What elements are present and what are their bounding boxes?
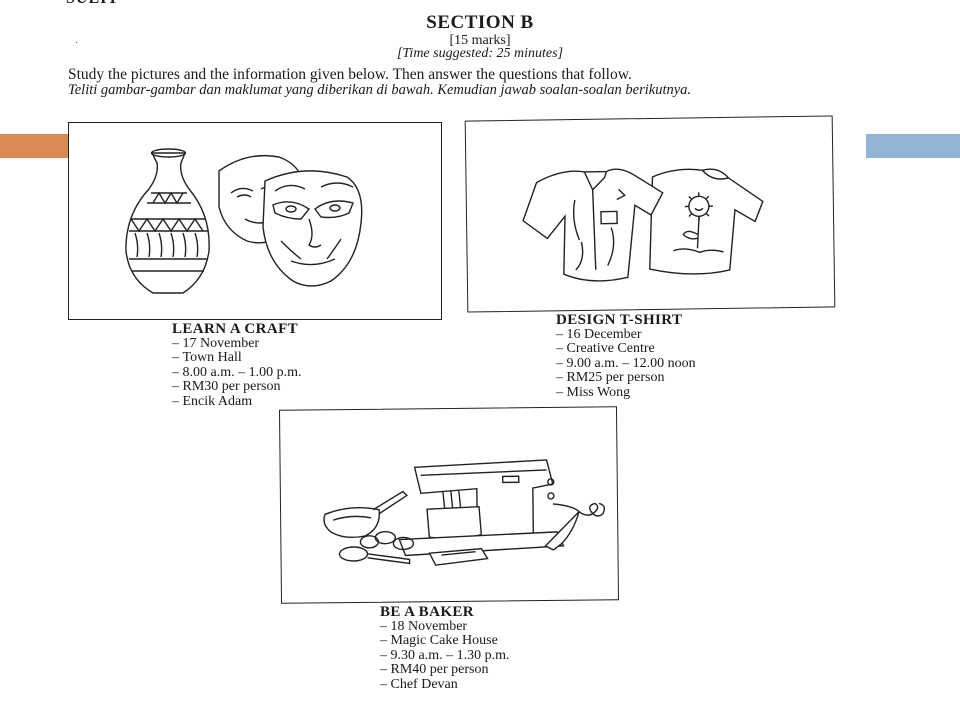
tshirt-info: DESIGN T-SHIRT 16 December Creative Cent…: [556, 313, 696, 400]
vase-and-masks-illustration: [125, 148, 363, 294]
baker-venue: Magic Cake House: [380, 633, 510, 649]
baker-title: BE A BAKER: [380, 604, 475, 620]
instruction-malay: Teliti gambar-gambar dan maklumat yang d…: [68, 82, 692, 98]
tshirt-fee: RM25 per person: [556, 370, 696, 386]
craft-time: 8.00 a.m. – 1.00 p.m.: [172, 365, 302, 381]
craft-instructor: Encik Adam: [172, 394, 302, 410]
baker-info: BE A BAKER 18 November Magic Cake House …: [380, 605, 510, 692]
time-suggested-label: [Time suggested: 25 minutes]: [396, 46, 564, 61]
tshirt-date: 16 December: [556, 327, 696, 343]
baker-fee: RM40 per person: [380, 662, 510, 678]
tshirt-instructor: Miss Wong: [556, 385, 696, 401]
baker-picture-frame: [278, 406, 620, 604]
tshirts-illustration: [522, 168, 764, 282]
right-accent-bar: [866, 134, 960, 158]
craft-venue: Town Hall: [172, 350, 302, 366]
section-title: SECTION B: [426, 12, 534, 33]
craft-title: LEARN A CRAFT: [172, 321, 299, 337]
tshirt-time: 9.00 a.m. – 12.00 noon: [556, 356, 696, 372]
instruction-english: Study the pictures and the information g…: [68, 66, 632, 83]
baker-date: 18 November: [380, 619, 510, 635]
baker-instructor: Chef Devan: [380, 677, 510, 693]
marks-label: [15 marks]: [449, 33, 511, 48]
baker-time: 9.30 a.m. – 1.30 p.m.: [380, 648, 510, 664]
craft-date: 17 November: [172, 336, 302, 352]
tshirt-title: DESIGN T-SHIRT: [556, 312, 683, 328]
mixer-and-baking-tools-illustration: [323, 459, 606, 566]
cut-off-header: SULIT: [66, 0, 119, 8]
tshirt-venue: Creative Centre: [556, 341, 696, 357]
craft-info: LEARN A CRAFT 17 November Town Hall 8.00…: [172, 322, 302, 409]
craft-fee: RM30 per person: [172, 379, 302, 395]
craft-picture-frame: [68, 122, 442, 320]
tshirt-picture-frame: [464, 115, 836, 313]
scan-speck: ·: [75, 38, 79, 49]
